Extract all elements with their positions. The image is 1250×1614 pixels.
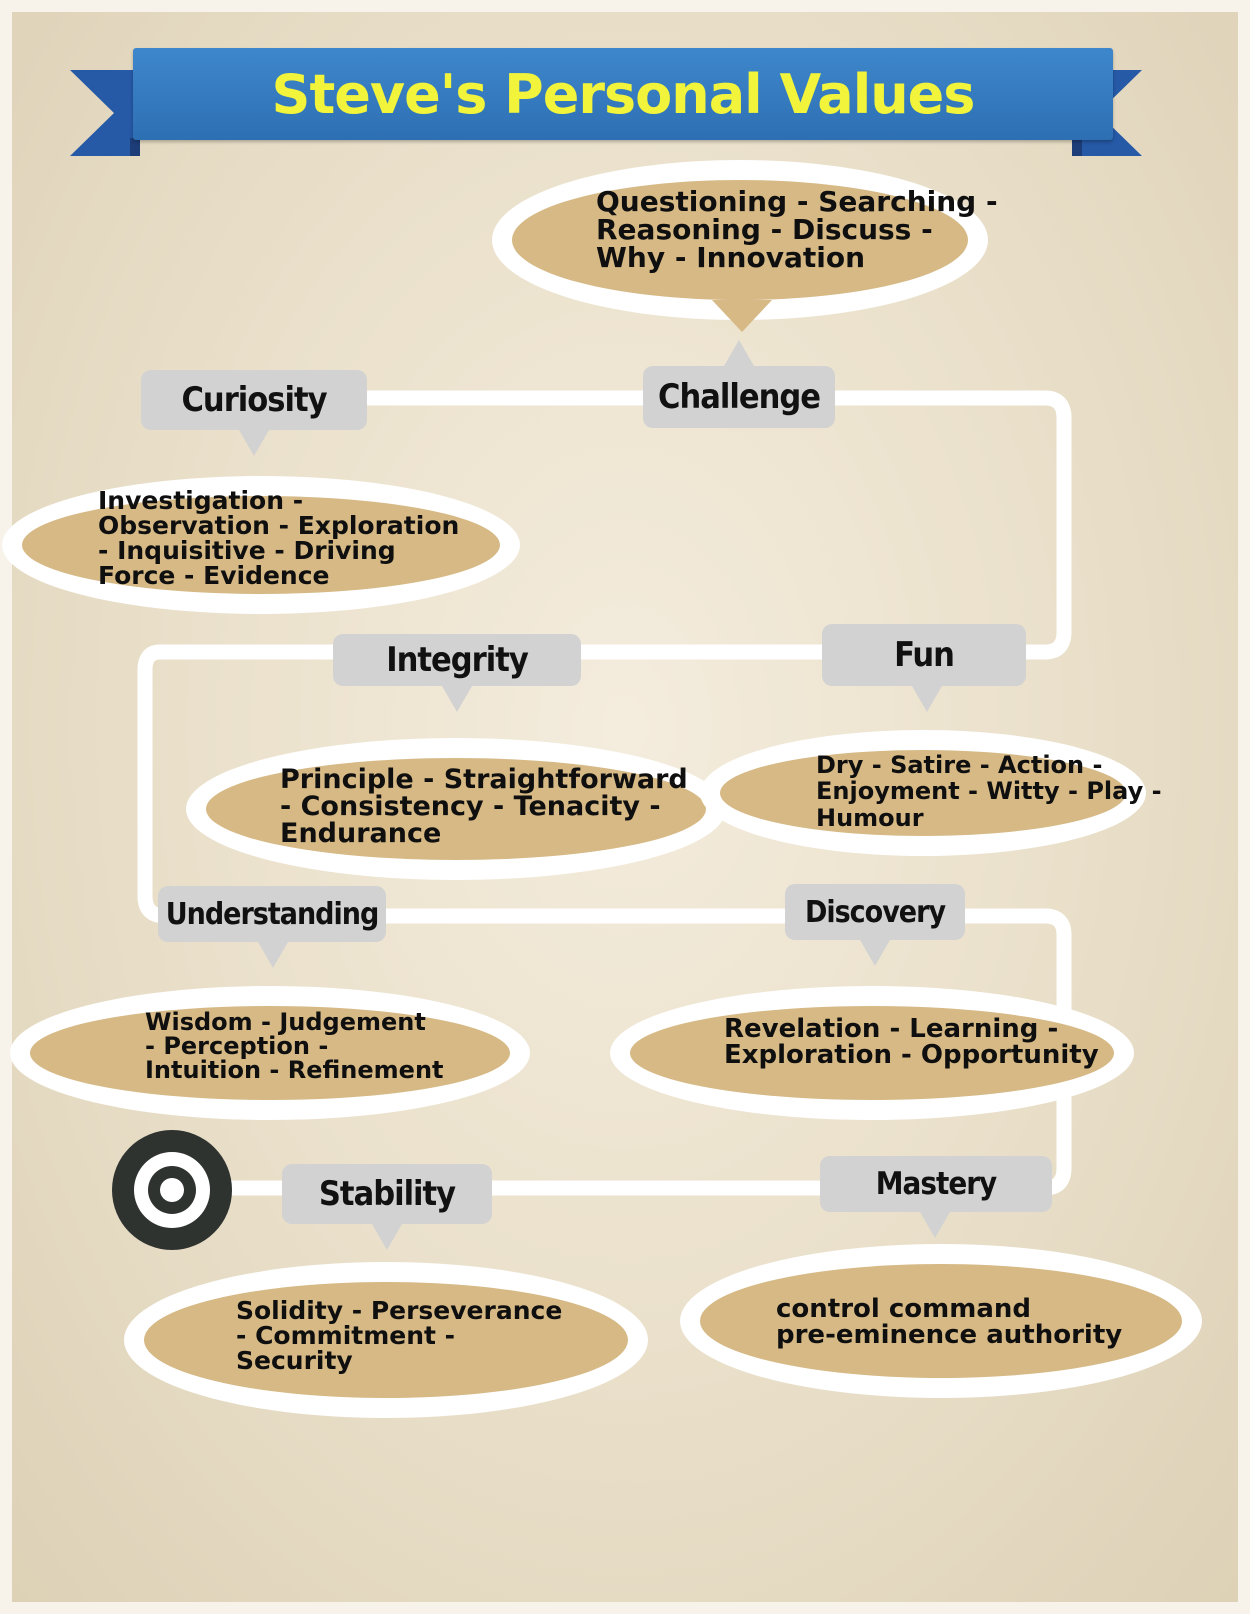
fun-description-line: Humour xyxy=(816,803,924,832)
tag-label: Challenge xyxy=(658,377,821,417)
discovery-description-line: Revelation - Learning - xyxy=(724,1014,1059,1044)
stability-description-line: Solidity - Perseverance xyxy=(236,1296,563,1325)
understanding-description-line: - Perception - xyxy=(145,1032,329,1060)
page-title: Steve's Personal Values xyxy=(271,62,976,126)
tag-pointer xyxy=(239,430,269,456)
mastery-description-line: pre-eminence authority xyxy=(776,1320,1123,1350)
challenge-description-pointer xyxy=(712,300,772,332)
tag-pointer xyxy=(258,942,288,968)
mastery-description: control command pre-eminence authority xyxy=(776,1296,1122,1348)
fun-description: Dry - Satire - Action - Enjoyment - Witt… xyxy=(816,751,1162,832)
tag-stability: Stability xyxy=(282,1164,492,1250)
discovery-description-line: Exploration - Opportunity xyxy=(724,1040,1099,1070)
tag-label: Integrity xyxy=(386,640,529,680)
tag-pointer xyxy=(920,1212,950,1238)
tag-pointer xyxy=(372,1224,402,1250)
curiosity-description-line: Observation - Exploration xyxy=(98,511,460,540)
curiosity-description-line: Force - Evidence xyxy=(98,561,330,590)
challenge-description-line: Reasoning - Discuss - xyxy=(596,213,933,246)
mastery-description-line: control command xyxy=(776,1294,1031,1324)
tag-mastery: Mastery xyxy=(820,1156,1052,1238)
ribbon-left-tail xyxy=(70,70,140,156)
tag-label: Understanding xyxy=(165,896,380,932)
tag-label: Curiosity xyxy=(181,380,327,420)
tag-understanding: Understanding xyxy=(158,886,386,968)
fun-description-line: Dry - Satire - Action - xyxy=(816,751,1103,779)
fun-description-oval xyxy=(700,730,1146,856)
stability-description-line: - Commitment - xyxy=(236,1321,456,1350)
integrity-description-line: Principle - Straightforward xyxy=(280,764,688,795)
integrity-description-line: Endurance xyxy=(280,818,442,849)
target-icon xyxy=(112,1130,232,1250)
discovery-description: Revelation - Learning - Exploration - Op… xyxy=(724,1016,1099,1068)
tag-fun: Fun xyxy=(822,624,1026,712)
integrity-description-line: - Consistency - Tenacity - xyxy=(280,791,661,822)
integrity-description: Principle - Straightforward - Consistenc… xyxy=(280,766,688,847)
curiosity-description: Investigation - Observation - Exploratio… xyxy=(98,488,459,588)
title-banner: Steve's Personal Values xyxy=(133,48,1113,140)
target-bullseye xyxy=(160,1178,184,1202)
tag-curiosity: Curiosity xyxy=(141,370,367,456)
understanding-description-line: Intuition - Refinement xyxy=(145,1056,444,1084)
tag-label: Discovery xyxy=(804,894,946,930)
stability-description: Solidity - Perseverance - Commitment - S… xyxy=(236,1298,562,1373)
discovery-description-oval xyxy=(610,986,1134,1120)
tag-label: Mastery xyxy=(875,1166,997,1202)
tag-integrity: Integrity xyxy=(333,634,581,712)
challenge-description-line: Why - Innovation xyxy=(596,241,866,274)
tag-challenge: Challenge xyxy=(643,340,835,428)
challenge-description-line: Questioning - Searching - xyxy=(596,185,998,218)
tag-discovery: Discovery xyxy=(785,884,965,966)
challenge-description: Questioning - Searching - Reasoning - Di… xyxy=(596,188,998,272)
curiosity-description-line: - Inquisitive - Driving xyxy=(98,536,396,565)
tag-pointer xyxy=(442,686,472,712)
curiosity-description-line: Investigation - xyxy=(98,486,304,515)
tag-label: Stability xyxy=(318,1174,456,1214)
tag-pointer xyxy=(724,340,754,366)
fun-description-line: Enjoyment - Witty - Play - xyxy=(816,777,1162,806)
tag-pointer xyxy=(912,686,942,712)
tag-label: Fun xyxy=(894,635,955,675)
tag-pointer xyxy=(860,940,890,966)
stability-description-line: Security xyxy=(236,1346,353,1375)
understanding-description: Wisdom - Judgement - Perception - Intuit… xyxy=(145,1010,444,1082)
understanding-description-line: Wisdom - Judgement xyxy=(145,1008,426,1036)
